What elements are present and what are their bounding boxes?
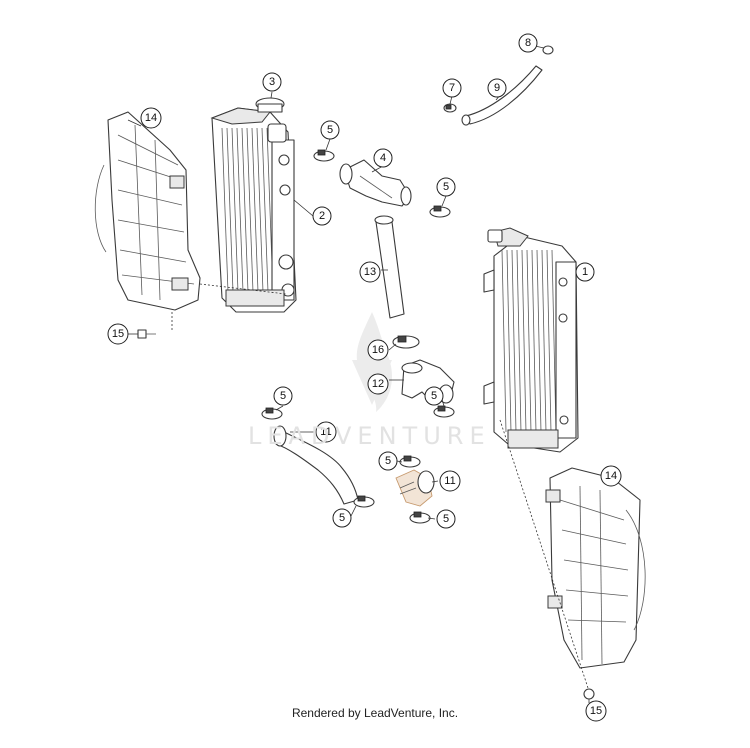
callout-15a[interactable]: 15: [107, 323, 129, 345]
callout-12[interactable]: 12: [367, 373, 389, 395]
callout-13[interactable]: 13: [359, 261, 381, 283]
svg-text:5: 5: [339, 512, 345, 524]
hose-clamp-5b[interactable]: [429, 205, 451, 218]
radiator-fin: [541, 249, 547, 433]
radiator-fin: [226, 127, 234, 293]
svg-text:14: 14: [605, 470, 617, 482]
svg-text:1: 1: [582, 266, 588, 278]
hose-clamp-5f[interactable]: [353, 495, 375, 508]
svg-text:5: 5: [385, 455, 391, 467]
watermark-text: LEADVENTURE: [248, 422, 491, 450]
callout-16[interactable]: 16: [367, 339, 389, 361]
hose-clamp-16[interactable]: [392, 335, 420, 349]
radiator-fin: [221, 127, 229, 293]
footer-credit: Rendered by LeadVenture, Inc.: [291, 706, 459, 720]
hose-clamp-5e[interactable]: [399, 455, 421, 468]
svg-text:5: 5: [431, 390, 437, 402]
svg-text:5: 5: [280, 390, 286, 402]
radiator-fin: [246, 127, 254, 293]
radiator-cap[interactable]: [255, 97, 287, 143]
radiator-fin: [501, 249, 507, 433]
svg-text:4: 4: [380, 152, 386, 164]
coolant-tube[interactable]: [374, 215, 405, 319]
svg-text:9: 9: [494, 82, 500, 94]
radiator-fin: [516, 249, 522, 433]
svg-text:14: 14: [145, 112, 157, 124]
svg-text:11: 11: [444, 475, 455, 487]
screw-15-left[interactable]: [137, 329, 156, 339]
hose-clamp-8[interactable]: [542, 45, 554, 55]
svg-text:7: 7: [449, 82, 455, 94]
callout-11a[interactable]: 11: [315, 421, 337, 443]
radiator-fin: [236, 127, 244, 293]
radiator-fin: [231, 127, 239, 293]
callout-5d[interactable]: 5: [424, 386, 444, 406]
radiator-fin: [551, 249, 557, 433]
radiator-fin: [521, 249, 527, 433]
radiator-fin: [256, 127, 264, 293]
radiator-fin: [546, 249, 552, 433]
hose-clamp-5g[interactable]: [409, 511, 431, 524]
svg-text:3: 3: [269, 76, 275, 88]
callout-5f[interactable]: 5: [332, 508, 352, 528]
svg-text:12: 12: [372, 378, 384, 390]
svg-text:2: 2: [319, 210, 325, 222]
radiator-fin: [531, 249, 537, 433]
radiator-fin: [241, 127, 249, 293]
callout-5c[interactable]: 5: [273, 386, 293, 406]
callout-1[interactable]: 1: [575, 262, 595, 282]
svg-text:5: 5: [443, 513, 449, 525]
thermostat-housing[interactable]: [339, 159, 412, 207]
callout-5b[interactable]: 5: [436, 177, 456, 197]
callout-14b[interactable]: 14: [600, 465, 622, 487]
radiator-fin: [511, 249, 517, 433]
hose-clamp-5c[interactable]: [261, 407, 283, 420]
hose-clamp-7[interactable]: [443, 103, 457, 113]
radiator-fin: [251, 127, 259, 293]
right-radiator-shroud[interactable]: [545, 467, 646, 669]
callout-2[interactable]: 2: [312, 206, 332, 226]
svg-text:16: 16: [372, 344, 384, 356]
svg-text:5: 5: [327, 124, 333, 136]
callout-8[interactable]: 8: [518, 33, 538, 53]
radiator-fin: [526, 249, 532, 433]
callout-15b[interactable]: 15: [585, 700, 607, 722]
left-radiator[interactable]: [210, 107, 297, 313]
svg-text:15: 15: [112, 328, 124, 340]
svg-text:13: 13: [364, 266, 376, 278]
radiator-fin: [506, 249, 512, 433]
left-radiator-shroud[interactable]: [94, 111, 201, 311]
svg-text:11: 11: [320, 426, 331, 438]
callout-9[interactable]: 9: [487, 78, 507, 98]
callout-4[interactable]: 4: [373, 148, 393, 168]
svg-text:8: 8: [525, 37, 531, 49]
watermark-logo: [352, 312, 392, 412]
radiator-fin: [536, 249, 542, 433]
callout-11b[interactable]: 11: [439, 470, 461, 492]
callout-14a[interactable]: 14: [140, 107, 162, 129]
breather-hose[interactable]: [461, 65, 543, 126]
elbow-hose-lower[interactable]: [395, 469, 435, 507]
hose-clamp-5a[interactable]: [313, 149, 335, 162]
svg-text:5: 5: [443, 181, 449, 193]
screw-15-right[interactable]: [583, 688, 595, 700]
callout-5e[interactable]: 5: [378, 451, 398, 471]
lower-radiator-hose[interactable]: [273, 425, 359, 505]
callout-5a[interactable]: 5: [320, 120, 340, 140]
hose-clamp-5d[interactable]: [433, 405, 455, 418]
radiator-fin: [261, 127, 269, 293]
callout-5g[interactable]: 5: [436, 509, 456, 529]
callout-7[interactable]: 7: [442, 78, 462, 98]
callout-3[interactable]: 3: [262, 72, 282, 92]
svg-text:15: 15: [590, 705, 602, 717]
right-radiator[interactable]: [483, 227, 579, 453]
